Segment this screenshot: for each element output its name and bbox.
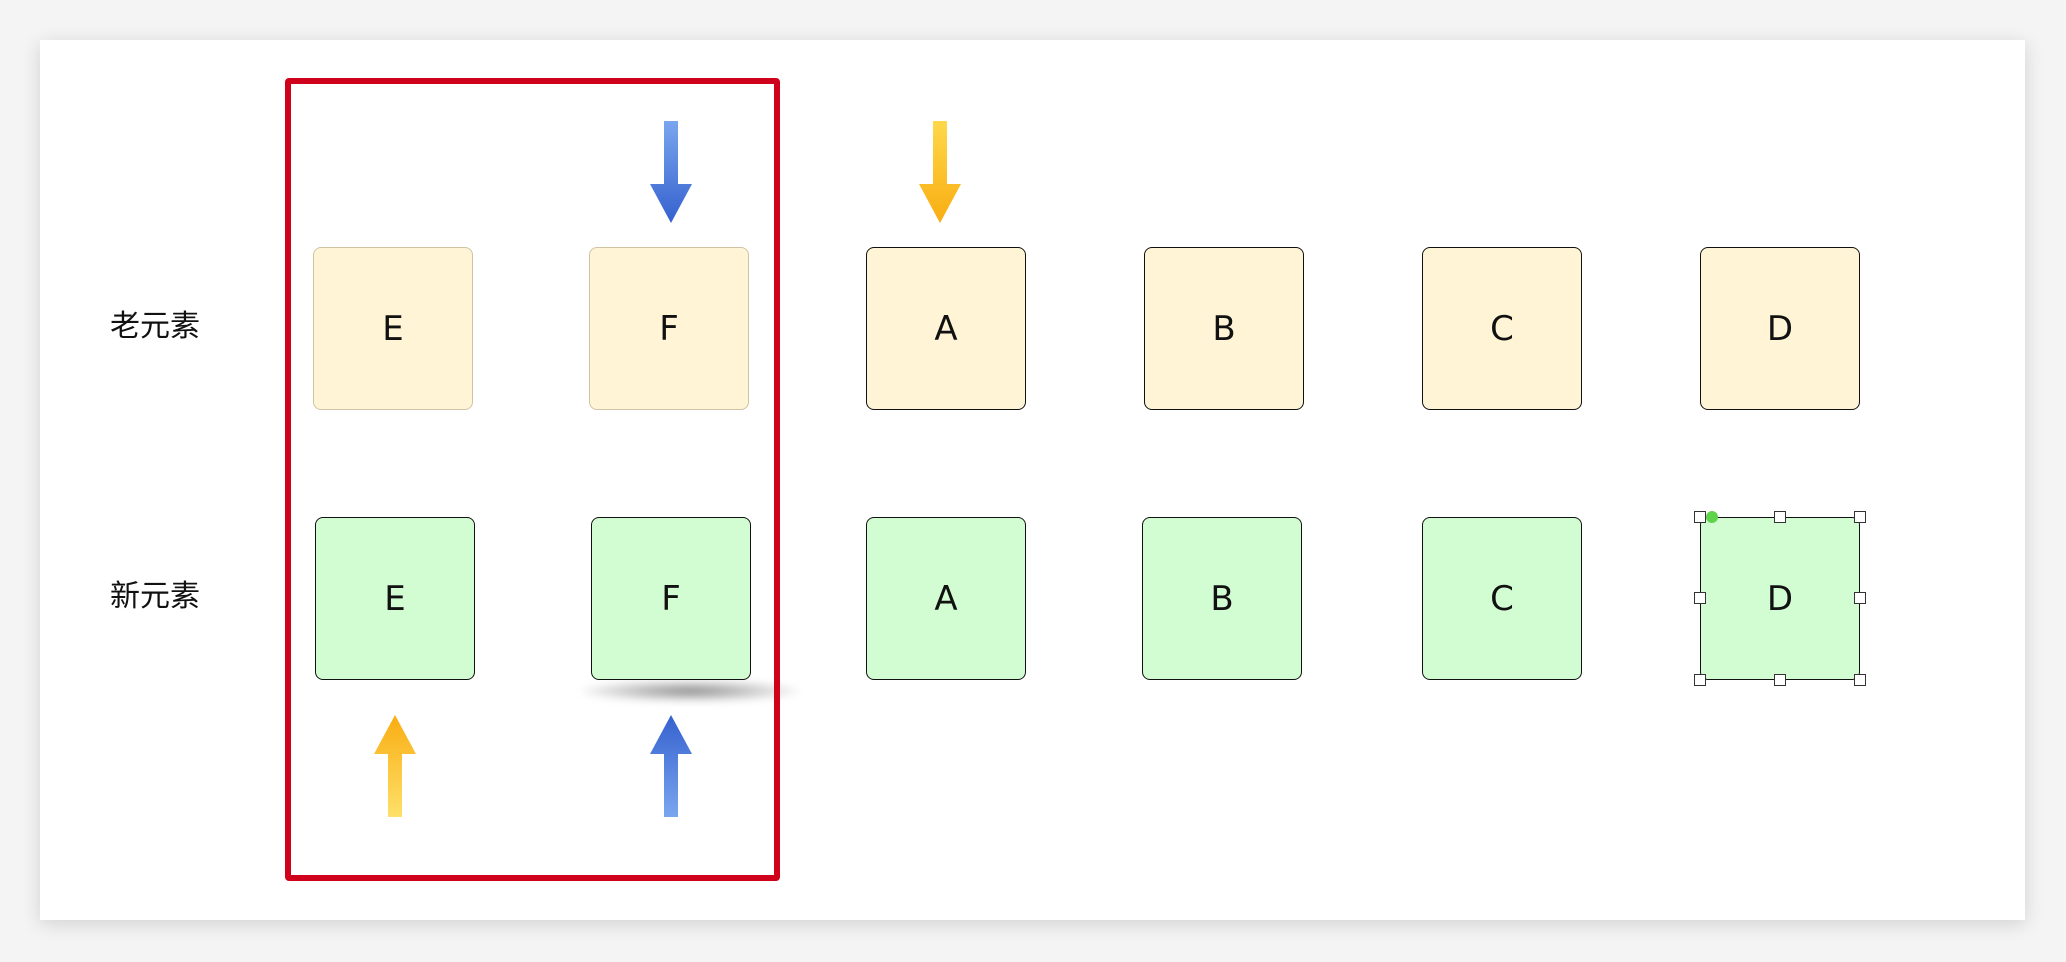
resize-handle-bottom-right[interactable]	[1854, 674, 1866, 686]
resize-handle-bottom-left[interactable]	[1694, 674, 1706, 686]
highlight-box	[285, 78, 780, 881]
new-node-d[interactable]: D	[1700, 517, 1860, 680]
resize-handle-bottom[interactable]	[1774, 674, 1786, 686]
row-label-old: 老元素	[110, 309, 200, 344]
new-node-a[interactable]: A	[866, 517, 1026, 680]
old-node-e[interactable]: E	[313, 247, 473, 410]
diagram-canvas: 老元素 新元素 E F A B C D E F A B C D	[40, 40, 2025, 920]
rotate-handle-dot[interactable]	[1706, 511, 1718, 523]
new-node-b[interactable]: B	[1142, 517, 1302, 680]
node-drop-shadow	[580, 680, 800, 702]
yellow-down-arrow	[919, 121, 961, 223]
resize-handle-top-left[interactable]	[1694, 511, 1706, 523]
new-node-e[interactable]: E	[315, 517, 475, 680]
old-node-a[interactable]: A	[866, 247, 1026, 410]
old-node-b[interactable]: B	[1144, 247, 1304, 410]
resize-handle-left[interactable]	[1694, 592, 1706, 604]
resize-handle-top[interactable]	[1774, 511, 1786, 523]
old-node-f[interactable]: F	[589, 247, 749, 410]
resize-handle-right[interactable]	[1854, 592, 1866, 604]
blue-up-arrow	[650, 715, 692, 817]
old-node-c[interactable]: C	[1422, 247, 1582, 410]
new-node-c[interactable]: C	[1422, 517, 1582, 680]
new-node-f[interactable]: F	[591, 517, 751, 680]
row-label-new: 新元素	[110, 579, 200, 614]
old-node-d[interactable]: D	[1700, 247, 1860, 410]
yellow-up-arrow	[374, 715, 416, 817]
resize-handle-top-right[interactable]	[1854, 511, 1866, 523]
blue-down-arrow	[650, 121, 692, 223]
